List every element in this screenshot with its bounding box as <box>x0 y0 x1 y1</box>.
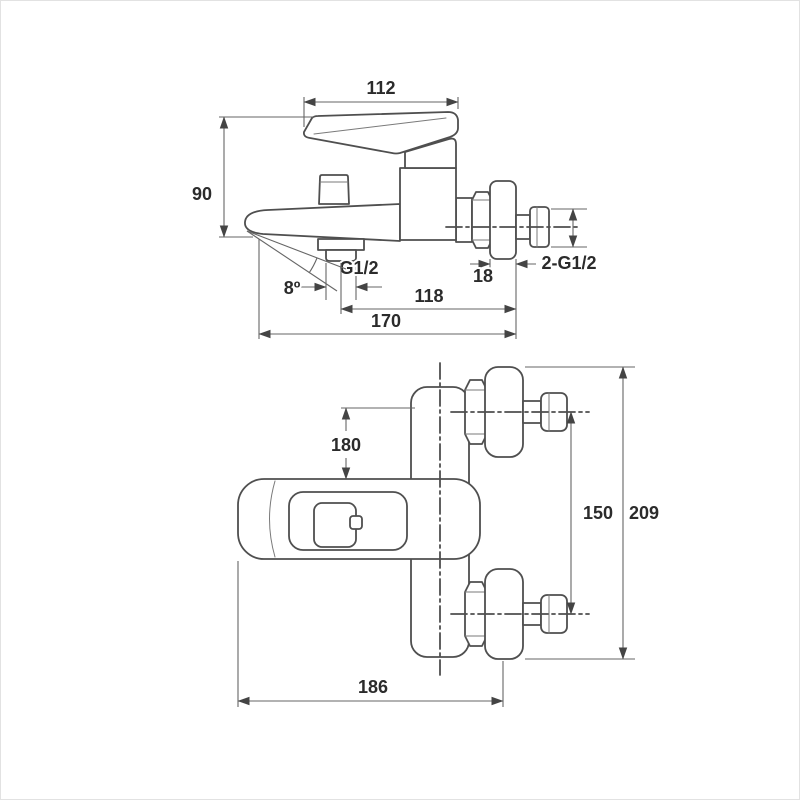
faucet-body-side <box>399 167 457 241</box>
spout-endcap-line <box>269 480 276 558</box>
spout-outlet <box>317 238 365 251</box>
dim-label-90: 90 <box>192 184 212 204</box>
aerator <box>325 249 357 262</box>
lever-handle-edge <box>313 117 447 135</box>
side-view-dimensions: 112 90 G1/2 8º 118 170 18 2-G1/2 <box>190 76 599 339</box>
lever-handle <box>302 111 459 155</box>
angle-line <box>246 230 347 270</box>
front-view <box>237 362 590 676</box>
diverter-knob <box>318 174 350 205</box>
dim-label-wall-thread: 2-G1/2 <box>541 253 596 273</box>
dim-label-outlet-thread: G1/2 <box>339 258 378 278</box>
hex-chamfer <box>464 591 488 637</box>
angle-line <box>246 230 338 292</box>
front-view-dimensions: 180 150 209 186 <box>237 366 661 707</box>
side-view <box>244 111 582 262</box>
dim-label-angle: 8º <box>284 278 301 298</box>
dim-label-209: 209 <box>629 503 659 523</box>
dim-label-186: 186 <box>358 677 388 697</box>
dim-label-170: 170 <box>371 311 401 331</box>
wall-flange <box>489 180 517 260</box>
hex-chamfer <box>464 389 488 435</box>
dim-label-180: 180 <box>331 435 361 455</box>
cartridge-dome <box>404 137 457 169</box>
diverter-tab <box>349 515 363 530</box>
wall-adapter <box>455 197 473 243</box>
dim-label-112: 112 <box>366 78 395 98</box>
dim-label-18: 18 <box>473 266 493 286</box>
dim-label-150: 150 <box>583 503 613 523</box>
spout-profile <box>244 203 401 242</box>
dim-label-118: 118 <box>414 286 443 306</box>
angle-arc <box>308 257 318 274</box>
